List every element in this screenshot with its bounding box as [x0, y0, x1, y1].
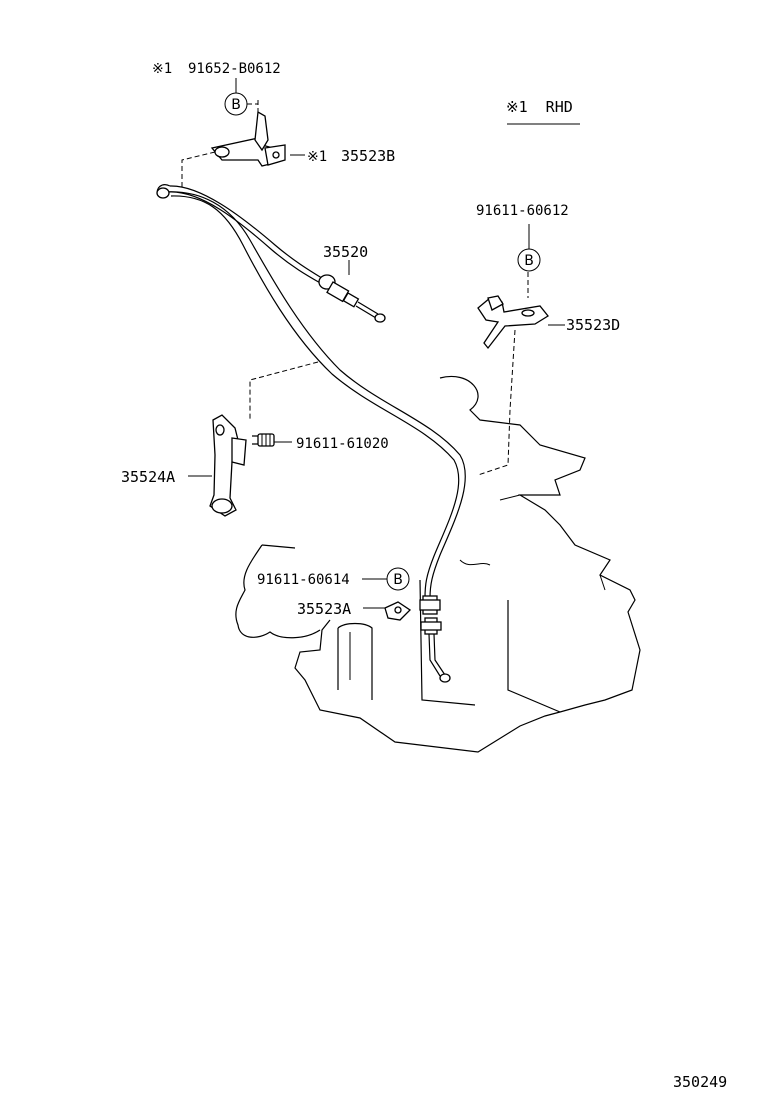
label-35524a: 35524A: [121, 468, 175, 486]
bracket-35523b: [210, 110, 286, 167]
label-91611-60612: 91611-60612: [476, 203, 569, 219]
cable-lower-fitting: [419, 595, 451, 683]
svg-text:B: B: [231, 97, 241, 113]
ref-mark-35523b: ※1: [307, 149, 327, 165]
circle-b-top: B: [224, 78, 258, 116]
bolt-91611-61020: [252, 433, 275, 447]
lever-35524a: [209, 414, 247, 517]
circle-b-low: B: [362, 567, 410, 591]
label-35523b: 35523B: [341, 147, 395, 165]
svg-text:B: B: [393, 572, 403, 588]
svg-text:B: B: [524, 253, 534, 269]
labels: ※1 91652-B0612 ※1 35523B ※1 RHD 91611-60…: [121, 61, 727, 1091]
bracket-35523a: [384, 601, 412, 621]
label-35520: 35520: [323, 243, 368, 261]
bracket-35523d: [477, 295, 549, 350]
circle-b-right: B: [517, 224, 541, 272]
ref-mark-top: ※1: [152, 61, 172, 77]
cable-adjuster: [318, 274, 386, 323]
label-91611-61020: 91611-61020: [296, 436, 389, 452]
label-leaders: [188, 123, 580, 609]
label-35523a: 35523A: [297, 600, 351, 618]
diagram-number: 350249: [673, 1073, 727, 1091]
transmission-outline: [235, 375, 641, 753]
cable-35520: [156, 184, 466, 683]
note-legend: ※1 RHD: [506, 98, 573, 116]
label-91611-60614: 91611-60614: [257, 572, 350, 588]
label-91652-b0612: 91652-B0612: [188, 61, 281, 77]
label-35523d: 35523D: [566, 316, 620, 334]
